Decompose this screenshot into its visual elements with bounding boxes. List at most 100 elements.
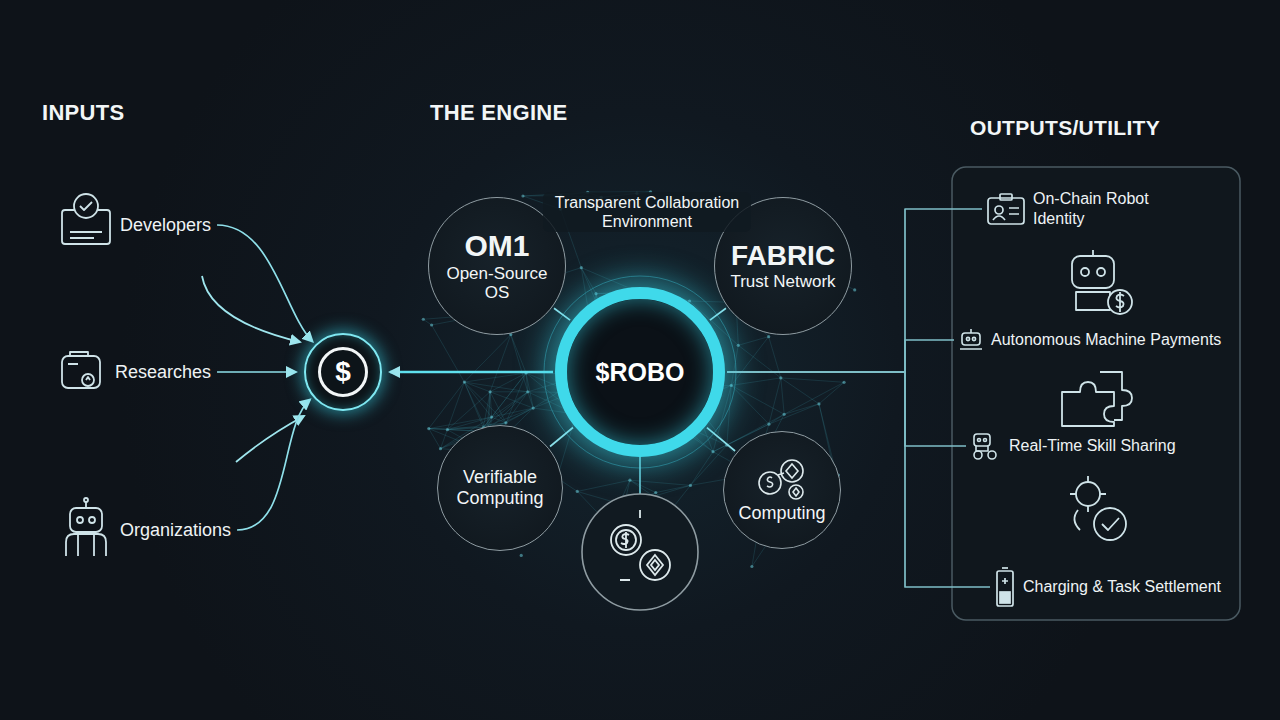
- mesh-line: [769, 378, 781, 424]
- mesh-line: [577, 480, 630, 491]
- column-heading: OUTPUTS/UTILITY: [970, 116, 1160, 140]
- module-name: FABRIC: [731, 240, 835, 272]
- mesh-line: [490, 392, 492, 417]
- robot-icon: [970, 431, 1002, 461]
- mesh-line: [731, 378, 781, 386]
- mesh-line: [506, 408, 533, 423]
- mesh-dot: [576, 490, 579, 493]
- mesh-dot: [430, 323, 433, 326]
- engine-halo: [544, 276, 736, 468]
- icon-wrap: [986, 192, 1026, 226]
- mesh-dot: [489, 390, 492, 393]
- mesh-dot: [817, 402, 820, 405]
- mesh-dot: [504, 421, 507, 424]
- extra-input-arrows: [202, 276, 304, 462]
- mesh-line: [781, 378, 784, 414]
- mesh-line: [511, 335, 526, 373]
- icon-wrap: [958, 327, 984, 353]
- module-name: OM1: [464, 229, 529, 264]
- token-icons: [750, 457, 814, 501]
- mesh-dot: [446, 428, 449, 431]
- mesh-line: [690, 445, 726, 485]
- mesh-dot: [526, 390, 529, 393]
- region-label: Transparent Collaboration Environment: [543, 192, 751, 232]
- mesh-dot: [521, 194, 524, 197]
- output-item: On-Chain Robot Identity: [986, 189, 1183, 229]
- module-desc: Open-Source OS: [437, 264, 557, 303]
- mesh-line: [784, 404, 819, 414]
- input-label: Organizations: [120, 520, 231, 541]
- mesh-dot: [750, 565, 753, 568]
- mesh-line: [490, 392, 506, 423]
- mesh-line: [490, 391, 528, 392]
- output-label: On-Chain Robot Identity: [1033, 189, 1183, 229]
- mesh-dot: [767, 335, 770, 338]
- id-card-icon: [986, 192, 1026, 226]
- mesh-line: [769, 404, 819, 424]
- mesh-line: [784, 382, 844, 414]
- mesh-dot: [783, 413, 786, 416]
- input-node: Organizations: [120, 520, 231, 541]
- robot-icon: [958, 327, 984, 353]
- battery-icon: [994, 566, 1016, 608]
- mesh-dot: [490, 415, 493, 418]
- mesh-dot: [853, 288, 856, 291]
- mesh-dot: [779, 376, 782, 379]
- column-heading: THE ENGINE: [430, 100, 567, 126]
- mesh-line: [731, 345, 738, 385]
- mesh-line: [656, 485, 691, 492]
- engine-spoke: [639, 456, 641, 494]
- output-item: Autonomous Machine Payments: [958, 327, 1221, 353]
- mesh-line: [447, 392, 490, 430]
- mesh-dot: [594, 292, 597, 295]
- output-label: Autonomous Machine Payments: [991, 330, 1221, 350]
- mesh-line: [429, 429, 448, 430]
- input-icons: [62, 194, 110, 556]
- core-label: $ROBO: [596, 358, 685, 387]
- mesh-dot: [580, 266, 583, 269]
- mesh-dot: [767, 423, 770, 426]
- mesh-line: [731, 385, 784, 414]
- connector-arrow: [550, 428, 573, 447]
- connector-arrow: [390, 371, 553, 374]
- connector-arrow: [237, 400, 310, 530]
- mesh-dot: [730, 384, 733, 387]
- mesh-line: [464, 382, 490, 392]
- mesh-dot: [532, 406, 535, 409]
- mesh-line: [738, 337, 768, 346]
- module-name: Verifiable Computing: [450, 467, 550, 508]
- input-label: Researches: [115, 362, 211, 383]
- mesh-line: [731, 385, 769, 424]
- mesh-line: [781, 378, 844, 382]
- mesh-dot: [427, 427, 430, 430]
- mesh-line: [429, 382, 465, 429]
- mesh-line: [738, 345, 781, 378]
- mesh-line: [464, 382, 491, 417]
- mesh-line: [429, 429, 441, 449]
- mesh-line: [432, 325, 465, 382]
- mesh-dot: [711, 450, 714, 453]
- mesh-line: [781, 378, 819, 404]
- connector-arrow: [217, 371, 296, 373]
- mesh-dot: [628, 479, 631, 482]
- output-icons: [1062, 250, 1132, 540]
- mesh-dot: [842, 381, 845, 384]
- mesh-dot: [689, 484, 692, 487]
- mesh-line: [731, 337, 768, 386]
- connector-arrow: [710, 308, 726, 320]
- mesh-dot: [439, 447, 442, 450]
- mesh-line: [819, 382, 844, 404]
- column-heading: INPUTS: [42, 100, 124, 126]
- mesh-line: [441, 430, 448, 449]
- bracket-connector: [727, 340, 954, 372]
- mesh-line: [492, 392, 528, 417]
- input-node: Researches: [115, 362, 211, 383]
- output-label: Real-Time Skill Sharing: [1009, 436, 1176, 456]
- dollar-sign: $: [318, 347, 368, 397]
- icon-wrap: [750, 457, 814, 501]
- output-item: Real-Time Skill Sharing: [970, 431, 1176, 461]
- mesh-line: [690, 452, 713, 486]
- mesh-dot: [520, 554, 523, 557]
- mesh-line: [506, 392, 528, 423]
